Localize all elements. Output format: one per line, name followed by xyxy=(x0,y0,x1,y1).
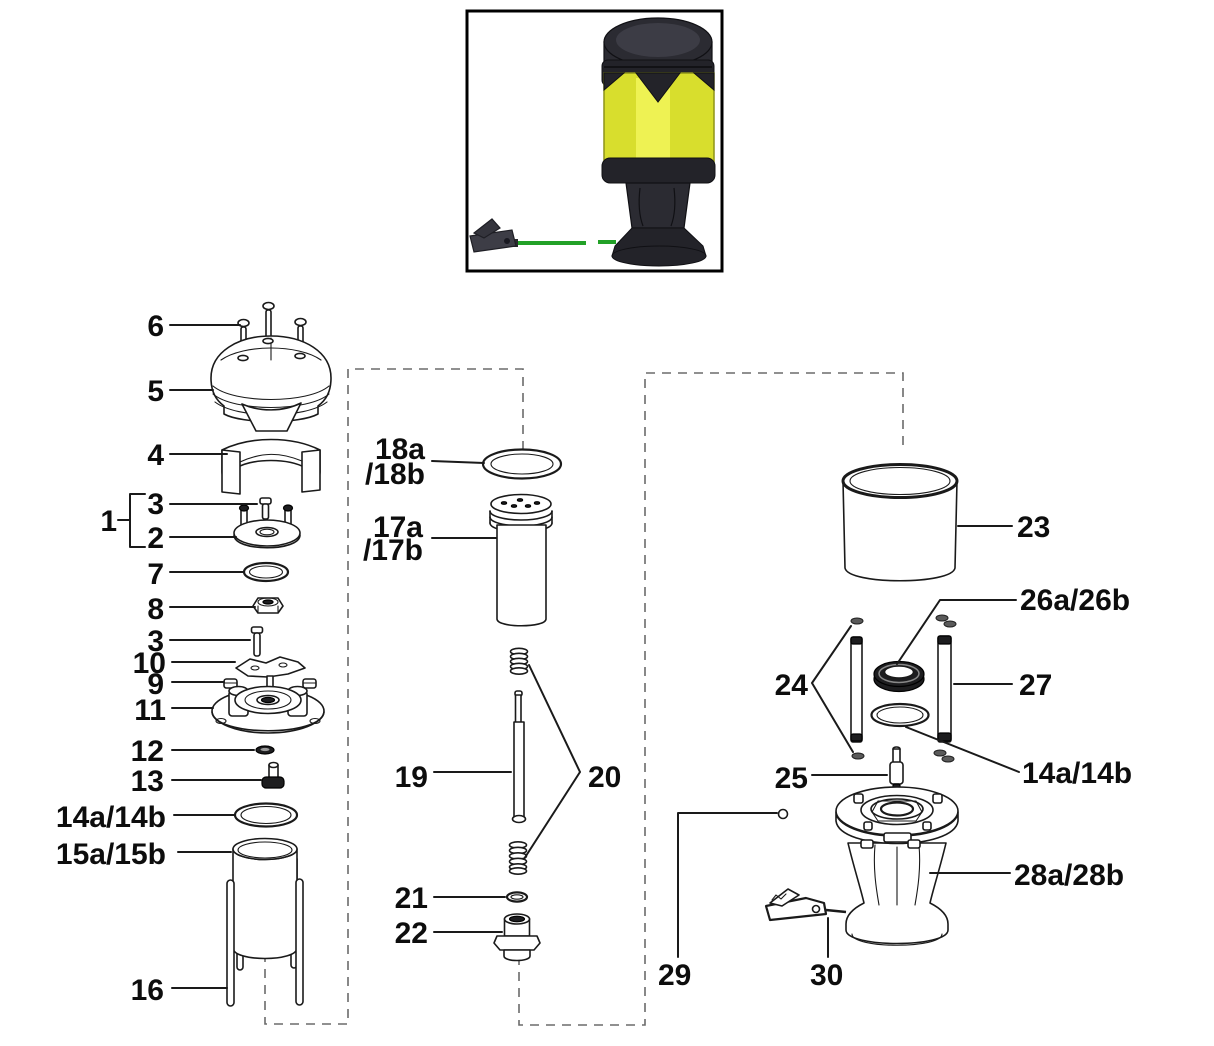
leader-20 xyxy=(523,664,581,860)
label-30: 30 xyxy=(810,959,843,992)
label-17b: /17b xyxy=(363,534,423,567)
part-5-cap xyxy=(210,335,332,432)
part-29-ball xyxy=(777,808,789,820)
part-30-clip-cable xyxy=(764,888,847,922)
part-26-lip-seal xyxy=(873,660,925,693)
part-21-o-ring-small xyxy=(505,891,529,903)
label-23: 23 xyxy=(1017,511,1050,544)
label-2: 2 xyxy=(147,522,164,555)
part-7-o-ring xyxy=(242,561,290,583)
label-28: 28a/28b xyxy=(1014,859,1124,892)
leader-24 xyxy=(811,625,854,753)
label-19: 19 xyxy=(395,761,428,794)
part-22-outlet-fitting xyxy=(493,913,541,962)
part-2-disc xyxy=(233,504,301,549)
part-3-screw-top xyxy=(259,497,272,520)
part-25-check-valve xyxy=(889,746,904,790)
assembly-box-right xyxy=(518,372,904,1026)
label-20: 20 xyxy=(588,761,621,794)
leader-29 xyxy=(677,812,778,958)
label-27: 27 xyxy=(1019,669,1052,702)
bracket-1 xyxy=(117,493,146,548)
part-17-piston-cylinder xyxy=(489,493,553,627)
part-14-o-ring-left xyxy=(233,802,299,828)
label-15: 15a/15b xyxy=(56,838,166,871)
label-17a: 17a xyxy=(373,511,423,544)
product-photo xyxy=(465,9,724,273)
part-16-legs-front xyxy=(226,878,304,1007)
part-11-flange xyxy=(211,685,325,734)
part-8-nut xyxy=(252,597,284,614)
label-25: 25 xyxy=(775,762,808,795)
label-11: 11 xyxy=(134,694,166,727)
label-24: 24 xyxy=(775,669,809,702)
part-12-seal-washer xyxy=(255,745,275,755)
part-15-cup xyxy=(232,837,298,960)
part-4-curved-block xyxy=(221,438,321,495)
label-14R: 14a/14b xyxy=(1022,757,1132,790)
label-21: 21 xyxy=(395,882,428,915)
label-26: 26a/26b xyxy=(1020,584,1130,617)
leader-lines xyxy=(117,324,1020,989)
label-4: 4 xyxy=(147,439,164,472)
part-23-motor-cup xyxy=(841,463,959,582)
label-3a: 3 xyxy=(147,488,164,521)
label-7: 7 xyxy=(147,558,164,591)
leader-14R xyxy=(905,726,1020,773)
part-20-spring-bottom xyxy=(508,840,528,875)
label-29: 29 xyxy=(658,959,691,992)
leader-26 xyxy=(896,599,1017,665)
part-27-rod-right xyxy=(933,614,957,763)
label-9: 9 xyxy=(147,668,164,701)
label-22: 22 xyxy=(395,917,428,950)
part-20-spring-top xyxy=(509,647,529,675)
label-3b: 3 xyxy=(147,625,164,658)
part-18-o-ring xyxy=(481,448,563,480)
part-13-valve-fitting xyxy=(261,761,285,789)
label-12: 12 xyxy=(131,735,164,768)
label-13: 13 xyxy=(131,765,164,798)
label-14L: 14a/14b xyxy=(56,801,166,834)
label-6: 6 xyxy=(147,310,164,343)
part-3-screw-mid xyxy=(250,626,264,657)
label-8: 8 xyxy=(147,593,164,626)
label-10: 10 xyxy=(133,647,166,680)
part-14-o-ring-right xyxy=(870,702,930,728)
label-1: 1 xyxy=(100,505,117,538)
part-24-rod-left xyxy=(850,617,865,760)
part-labels: 6 5 4 1 3 2 7 8 3 10 9 11 12 13 14a/14b … xyxy=(56,310,1132,1007)
label-16: 16 xyxy=(131,974,164,1007)
latch xyxy=(634,72,682,103)
assembly-box-left xyxy=(264,368,524,1025)
part-9-nuts xyxy=(223,678,317,689)
label-18a: 18a xyxy=(375,433,425,466)
label-5: 5 xyxy=(147,375,164,408)
part-19-piston-rod xyxy=(511,690,527,824)
part-28-pump-body xyxy=(835,786,959,946)
label-18b: /18b xyxy=(365,458,425,491)
leader-18 xyxy=(431,460,485,464)
